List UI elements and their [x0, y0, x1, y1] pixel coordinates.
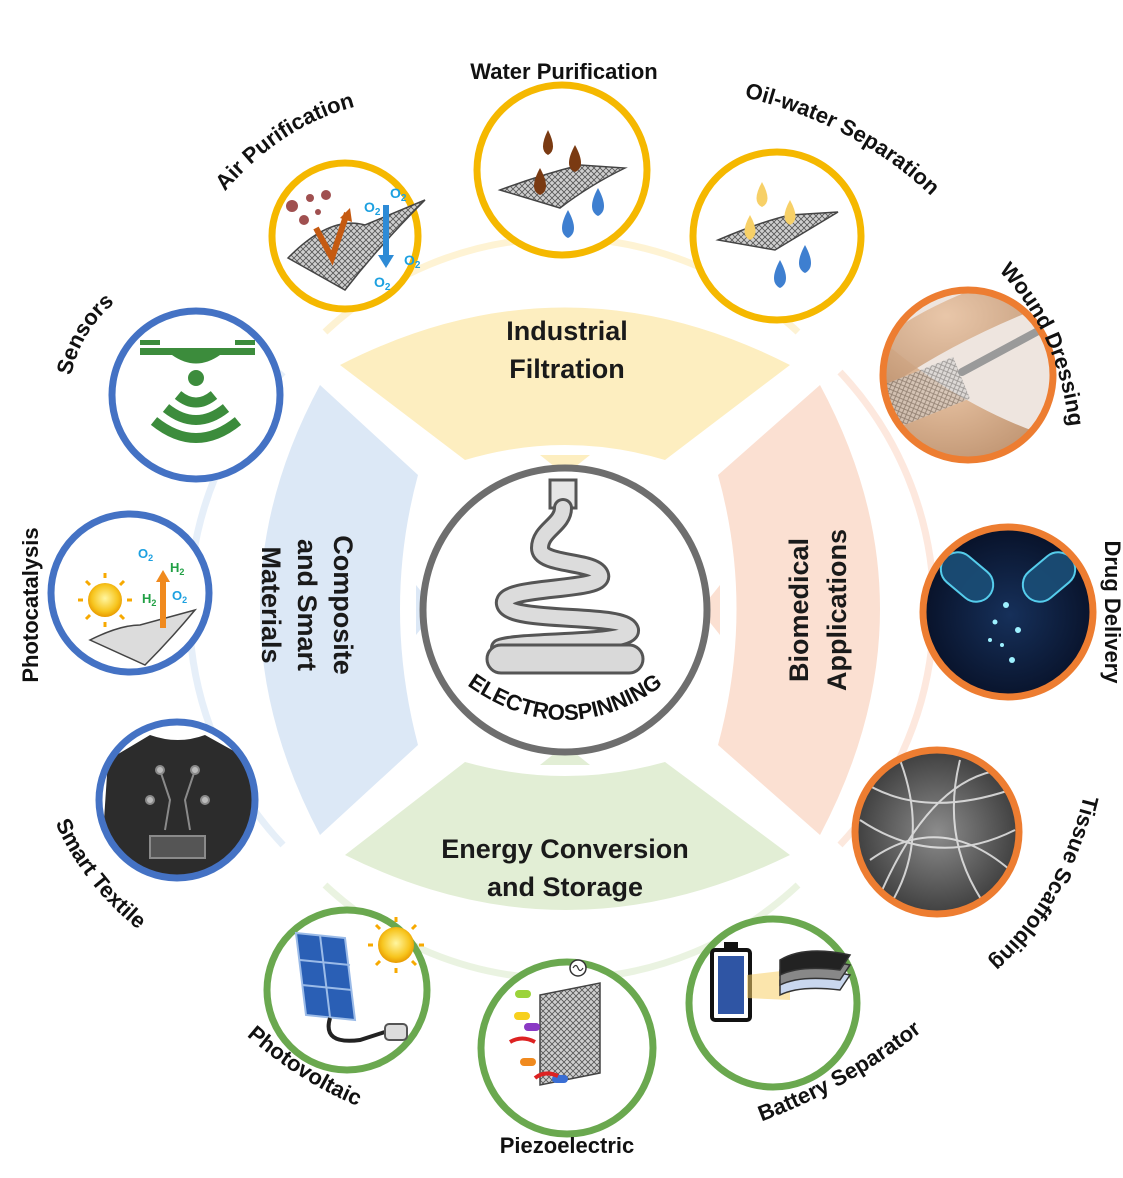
o2-label-4: O2 — [374, 274, 391, 293]
o2-label-2: O2 — [390, 185, 407, 204]
photocatalysis-sun-icon — [88, 583, 122, 617]
water-filter-mesh-icon — [497, 164, 628, 209]
app-drug-delivery — [919, 523, 1097, 701]
label-piezoelectric: Piezoelectric — [500, 1133, 635, 1158]
app-photovoltaic — [263, 906, 431, 1074]
sector-top-line1: Industrial — [506, 316, 628, 346]
blocked-arrow-icon — [313, 212, 350, 266]
oil-drop-icons — [744, 182, 796, 240]
center-electrospinning: ELECTROSPINNING — [419, 464, 711, 756]
contaminant-drop-icons — [534, 130, 581, 195]
clean-water-drop-icons — [562, 188, 604, 238]
piezo-fiber-sheet-icon — [539, 982, 601, 1086]
sector-bottom-line1: Energy Conversion — [441, 834, 689, 864]
sector-right-label: Biomedical Applications — [784, 529, 852, 691]
gas-arrow-icon — [160, 580, 166, 628]
sector-right-line2: Applications — [822, 529, 852, 691]
o2-label-1: O2 — [364, 199, 381, 218]
sector-right-line1: Biomedical — [784, 538, 814, 682]
drug-particle-icons — [988, 602, 1021, 663]
particle-icons — [286, 190, 331, 225]
app-tissue-scaffolding — [851, 746, 1023, 918]
collector-icon — [485, 643, 645, 675]
electrospinning-pen-icon — [958, 326, 1044, 376]
sector-left-line3: Materials — [256, 546, 286, 663]
app-piezoelectric — [477, 958, 657, 1138]
photocat-o2-1: O2 — [138, 546, 153, 563]
label-drug-delivery: Drug Delivery — [1100, 540, 1123, 684]
sun-rays-icon — [368, 917, 424, 973]
sector-top-line2: Filtration — [509, 354, 625, 384]
label-photocatalysis: Photocatalysis — [18, 527, 43, 682]
ion-pill-icons — [508, 990, 568, 1083]
app-wound-dressing — [879, 286, 1057, 464]
sensor-node-icons — [145, 765, 210, 859]
sector-left-line1: Composite — [328, 535, 358, 675]
water-drop-icons — [774, 245, 811, 288]
sector-bottom-line2: and Storage — [487, 872, 643, 902]
drone-sensor-icon — [140, 340, 255, 386]
app-sensors — [108, 307, 284, 483]
sector-left-line2: and Smart — [292, 539, 322, 671]
signal-waves-icon — [150, 390, 242, 443]
sector-left-label: Composite and Smart Materials — [256, 535, 358, 675]
app-oil-water-separation — [689, 148, 865, 324]
label-sensors: Sensors — [51, 288, 118, 377]
app-battery-separator — [685, 915, 861, 1091]
sun-icon — [378, 927, 414, 963]
app-smart-textile — [95, 718, 259, 882]
app-water-purification — [473, 81, 651, 259]
label-drug-delivery-group: Drug Delivery — [1100, 540, 1123, 684]
oxygen-arrow-icon — [383, 205, 389, 257]
label-photocatalysis-group: Photocatalysis — [18, 527, 43, 682]
app-photocatalysis: O2 H2 H2 O2 — [47, 510, 213, 676]
smart-shirt-icon — [100, 735, 255, 878]
plug-cable-icon — [326, 1017, 386, 1043]
photocat-h2-2: H2 — [142, 591, 156, 608]
app-air-purification: O2 O2 O2 O2 — [268, 159, 426, 313]
photocat-h2-1: H2 — [170, 560, 184, 577]
photocat-o2-2: O2 — [172, 588, 187, 605]
fiber-network-icon — [859, 759, 1016, 906]
label-water-purification: Water Purification — [470, 59, 657, 84]
o2-label-3: O2 — [404, 252, 421, 271]
catalyst-sheet-icon — [88, 608, 198, 666]
